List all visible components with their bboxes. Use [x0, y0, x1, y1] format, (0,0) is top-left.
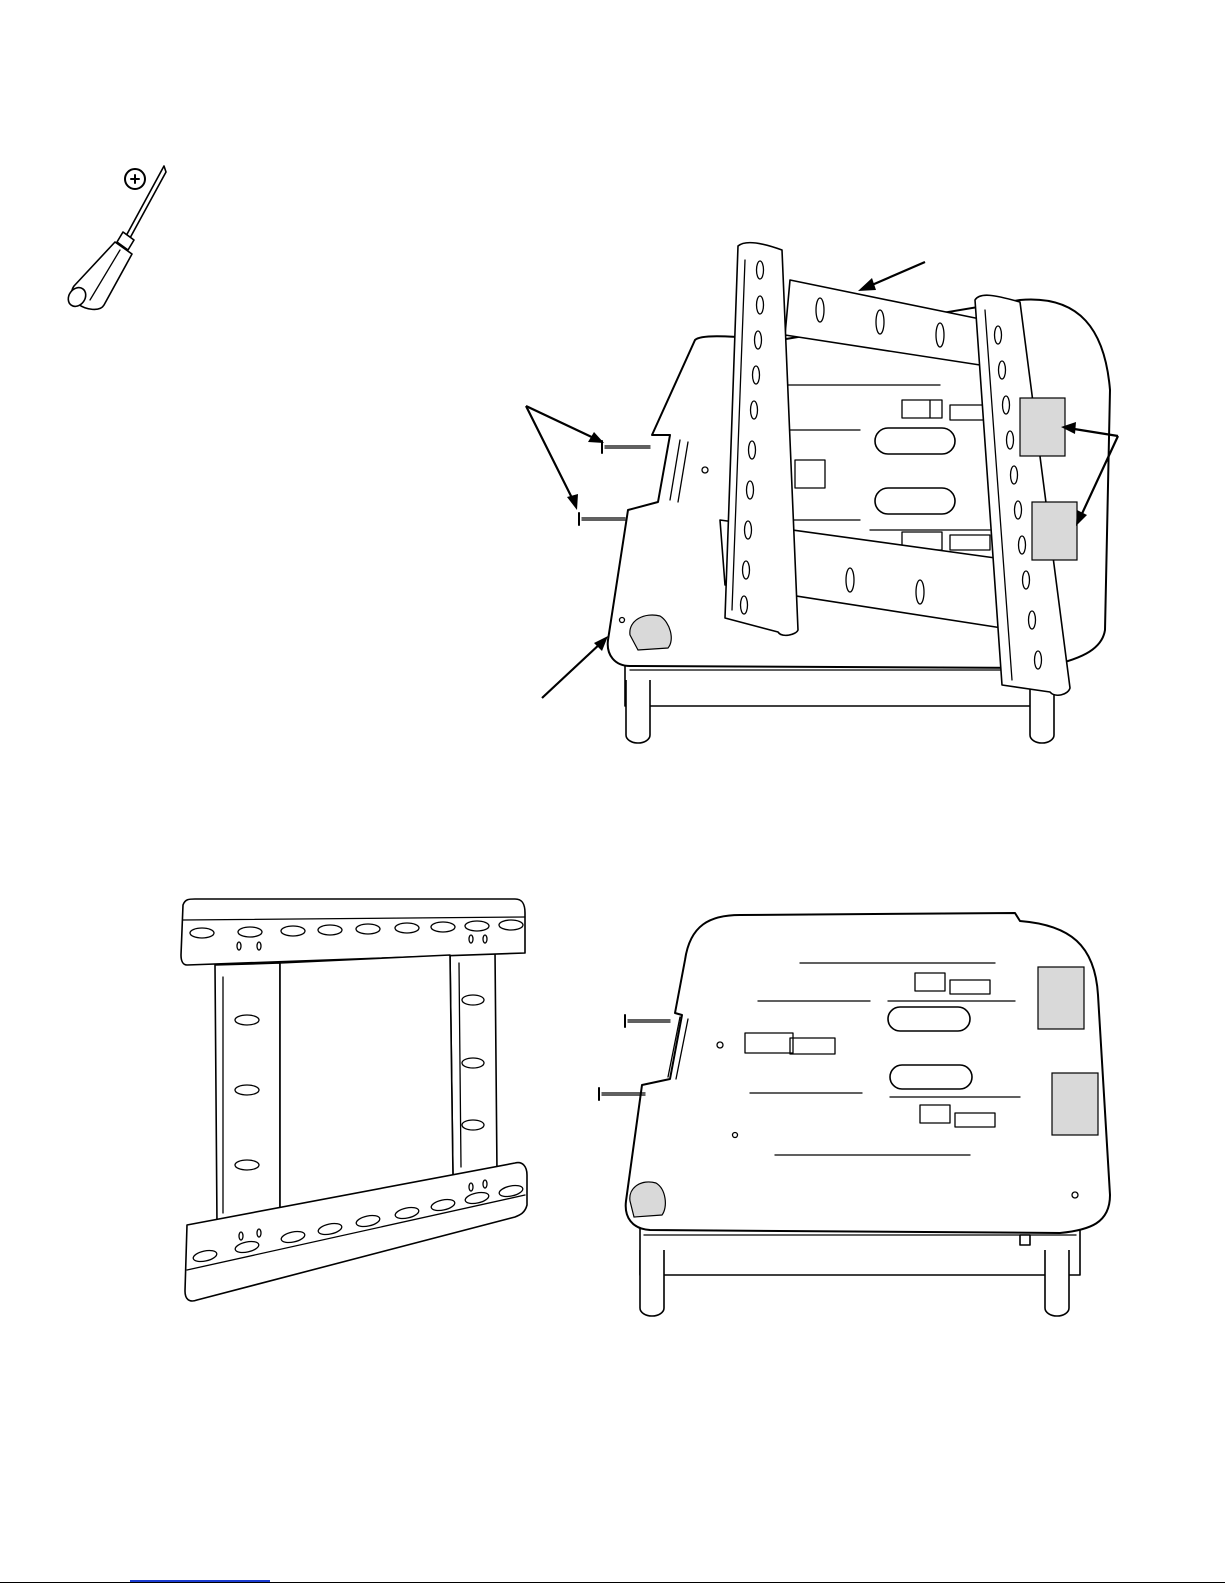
phillips-screwdriver-icon: [60, 160, 180, 320]
bracket-frame-figure: [175, 895, 535, 1305]
footer-rule: [0, 1582, 1225, 1583]
adapter-plate-figure: [590, 905, 1130, 1330]
footer-link-underline[interactable]: [130, 1580, 270, 1582]
exploded-view-figure: [520, 240, 1225, 760]
